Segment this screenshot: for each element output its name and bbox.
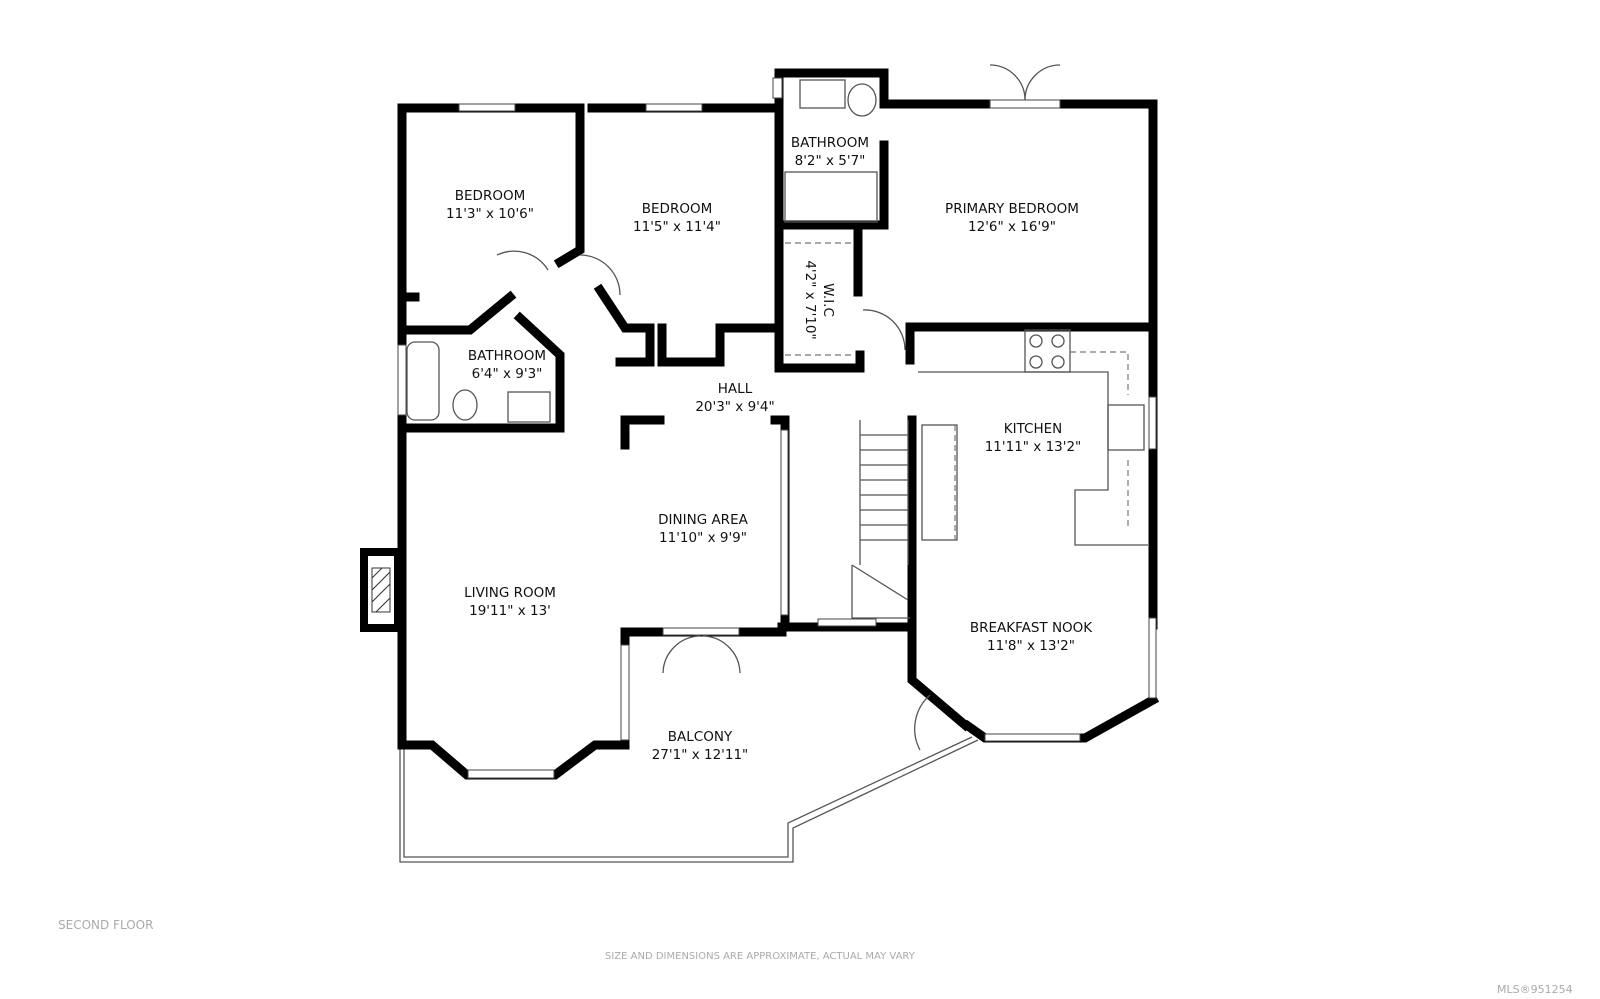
room-size: 4'2" x 7'10": [802, 260, 818, 339]
room-size: 12'6" x 16'9": [968, 219, 1056, 235]
room-bedroom-1: BEDROOM 11'3" x 10'6": [446, 188, 534, 222]
room-name: BATHROOM: [468, 348, 546, 364]
room-size: 20'3" x 9'4": [695, 399, 774, 415]
room-bathroom-primary: BATHROOM 8'2" x 5'7": [791, 135, 869, 169]
room-kitchen: KITCHEN 11'11" x 13'2": [985, 421, 1082, 455]
room-name: BEDROOM: [455, 188, 525, 204]
room-dining-area: DINING AREA 11'10" x 9'9": [658, 512, 748, 546]
room-primary-bedroom: PRIMARY BEDROOM 12'6" x 16'9": [945, 201, 1079, 235]
fireplace: [360, 548, 402, 632]
floor-label: SECOND FLOOR: [58, 918, 154, 932]
room-size: 8'2" x 5'7": [795, 153, 866, 169]
room-name: PRIMARY BEDROOM: [945, 201, 1079, 217]
room-size: 11'10" x 9'9": [659, 530, 747, 546]
room-bedroom-2: BEDROOM 11'5" x 11'4": [633, 201, 721, 235]
balcony-outline: [399, 739, 979, 863]
room-wic: W.I.C 4'2" x 7'10": [802, 260, 836, 339]
room-size: 27'1" x 12'11": [652, 747, 749, 763]
room-name: DINING AREA: [658, 512, 748, 528]
room-size: 19'11" x 13': [469, 603, 551, 619]
room-name: LIVING ROOM: [464, 585, 556, 601]
room-size: 11'3" x 10'6": [446, 206, 534, 222]
room-size: 11'8" x 13'2": [987, 638, 1075, 654]
room-hall: HALL 20'3" x 9'4": [695, 381, 774, 415]
room-name: KITCHEN: [1004, 421, 1063, 437]
room-size: 11'11" x 13'2": [985, 439, 1082, 455]
room-name: HALL: [718, 381, 753, 397]
room-name: BREAKFAST NOOK: [970, 620, 1093, 636]
room-name: BATHROOM: [791, 135, 869, 151]
room-living-room: LIVING ROOM 19'11" x 13': [464, 585, 556, 619]
room-bathroom: BATHROOM 6'4" x 9'3": [468, 348, 546, 382]
room-size: 11'5" x 11'4": [633, 219, 721, 235]
room-size: 6'4" x 9'3": [472, 366, 543, 382]
disclaimer: SIZE AND DIMENSIONS ARE APPROXIMATE, ACT…: [605, 951, 915, 962]
room-breakfast-nook: BREAKFAST NOOK 11'8" x 13'2": [970, 620, 1093, 654]
room-name: BALCONY: [668, 729, 733, 745]
listing-id: MLS®951254: [1497, 983, 1573, 996]
room-balcony: BALCONY 27'1" x 12'11": [652, 729, 749, 763]
room-name: BEDROOM: [642, 201, 712, 217]
room-name: W.I.C: [820, 283, 836, 317]
